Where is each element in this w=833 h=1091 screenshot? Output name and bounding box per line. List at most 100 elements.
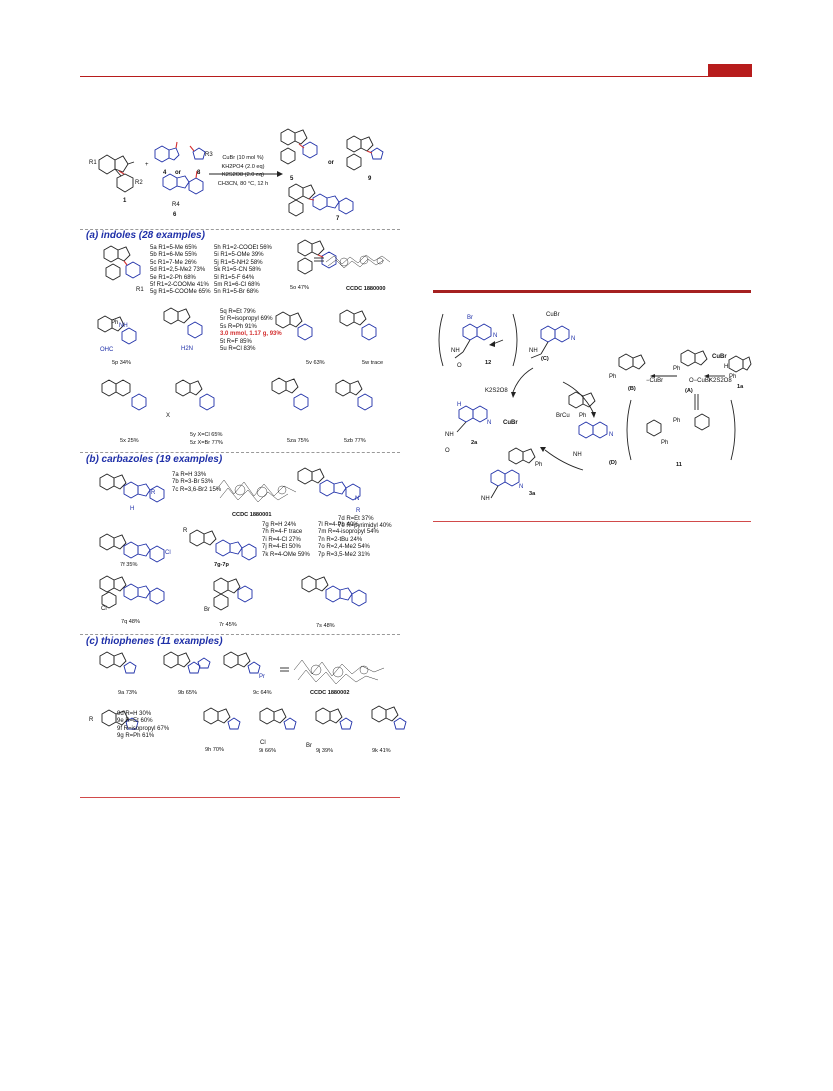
caption-9j: 9j 39% bbox=[316, 748, 334, 754]
carbazole-cl-label-7q: Cl bbox=[101, 606, 107, 612]
mech-o-2a: O bbox=[445, 448, 450, 454]
entry-7p: 7p R=3,5-Me2 31% bbox=[318, 551, 370, 558]
entry-5e: 5e R1=2-Ph 68% bbox=[150, 274, 196, 281]
entry-7o: 7o R=2,4-Me2 54% bbox=[318, 544, 370, 551]
mech-label-12: 12 bbox=[485, 360, 492, 366]
mech-n-label-c: N bbox=[571, 336, 576, 342]
carbazole-r-label-7d: R bbox=[356, 508, 361, 514]
carbazole-n-label: N bbox=[355, 496, 360, 502]
mech-nh-3a: NH bbox=[481, 496, 490, 502]
carbazole-r-label-7g: R bbox=[183, 528, 188, 534]
entry-7d: 7d R=Et 37% bbox=[338, 516, 374, 522]
entry-5t: 5t R=F 85% bbox=[220, 338, 252, 345]
entry-7a: 7a R=H 33% bbox=[172, 472, 207, 478]
entry-7n: 7n R=2-tBu 24% bbox=[318, 536, 363, 543]
caption-5o: 5o 47% bbox=[290, 285, 309, 291]
carbazole-list-1: 7a R=H 33% 7b R=3-Br 53% 7c R=3,6-Br2 15… bbox=[172, 472, 221, 494]
entry-5m: 5m R1=6-Cl 68% bbox=[214, 282, 260, 289]
carbazole-list-4: 7l R=4-Ph 40% 7m R=4-isopropyl 54% 7n R=… bbox=[318, 522, 379, 559]
mech-h-1a: H bbox=[724, 364, 729, 370]
thiophene-list: 9d R=H 30% 9e R=Et 60% 9f R=isopropyl 67… bbox=[117, 711, 169, 741]
mech-cubr-left: CuBr bbox=[503, 420, 518, 426]
ccdc-7: CCDC 1880001 bbox=[232, 512, 272, 518]
mech-label-b: (B) bbox=[628, 386, 636, 392]
scheme-drawing bbox=[98, 128, 384, 217]
scheme-reagent-1: 1 bbox=[123, 198, 127, 204]
mech-ph-11a: Ph bbox=[673, 418, 681, 424]
mech-ph-3a: Ph bbox=[535, 462, 543, 468]
thiophene-r-label: R bbox=[89, 717, 94, 723]
carbazole-br-label-7r: Br bbox=[204, 607, 210, 613]
entry-5q: 5q R=Et 79% bbox=[220, 309, 256, 315]
scheme-r1-label: R1 bbox=[89, 160, 97, 166]
entry-7e: 7e R=pyrimidyl 40% bbox=[338, 523, 392, 530]
mech-h-2a: H bbox=[457, 402, 462, 408]
caption-9a: 9a 73% bbox=[118, 690, 137, 696]
caption-5p: 5p 34% bbox=[112, 360, 131, 366]
mech-ocubr-a: O−CuBr bbox=[689, 378, 711, 384]
entry-9g: 9g R=Ph 61% bbox=[117, 733, 155, 740]
mech-minus-cubr-b: −CuBr bbox=[646, 378, 664, 384]
thiophene-br-label: Br bbox=[306, 743, 312, 749]
divider-scheme bbox=[80, 229, 400, 230]
indole-h2n-5q: H2N bbox=[181, 346, 194, 352]
caption-5w: 5w trace bbox=[362, 360, 384, 366]
indole-structures-row2 bbox=[97, 307, 377, 345]
mech-brcu-d: BrCu bbox=[556, 413, 570, 419]
mech-ph-a: Ph bbox=[673, 366, 681, 372]
caption-7q: 7q 48% bbox=[121, 619, 140, 625]
entry-7g: 7g R=H 24% bbox=[262, 522, 297, 528]
entry-5j: 5j R1=5-NH2 58% bbox=[214, 259, 263, 266]
mechanism-figure: Br N NH O 12 CuBr N NH (C) Ph −CuBr (B) … bbox=[433, 300, 752, 515]
ccdc-5o: CCDC 1880000 bbox=[346, 286, 386, 292]
entry-7j: 7j R=4-Et 50% bbox=[262, 544, 301, 551]
scheme-conditions: CuBr (10 mol %) KH2PO4 (2.0 eq) K2S2O8 (… bbox=[208, 154, 278, 188]
mech-nh-label-12: NH bbox=[451, 348, 460, 354]
mech-cubr-arrow-a: CuBr bbox=[712, 354, 727, 360]
entry-5i: 5i R1=5-OMe 39% bbox=[214, 252, 264, 259]
scheme-reagent-8: 8 bbox=[197, 170, 201, 176]
entry-5r: 5r R=isopropyl 69% bbox=[220, 316, 273, 323]
mech-label-c: (C) bbox=[541, 356, 549, 362]
mech-n-label-12: N bbox=[493, 333, 498, 339]
scheme-or-2: or bbox=[328, 160, 334, 166]
scheme-product-9: 9 bbox=[368, 176, 372, 182]
entry-5b: 5b R1=6-Me 55% bbox=[150, 252, 197, 259]
mech-label-2a: 2a bbox=[471, 440, 478, 446]
scheme-r3-label: R3 bbox=[205, 152, 213, 158]
indole-ohc-5p: OHC bbox=[100, 347, 114, 353]
indole-structures-row1 bbox=[103, 239, 337, 281]
entry-5s-scaleup: 3.0 mmol, 1.17 g, 93% bbox=[220, 331, 282, 338]
entry-5a: 5a R1=5-Me 65% bbox=[150, 245, 197, 251]
carbazole-r-label: R bbox=[151, 490, 156, 496]
entry-5l: 5l R1=5-F 64% bbox=[214, 274, 255, 281]
entry-5k: 5k R1=5-CN 58% bbox=[214, 267, 261, 274]
entry-5c: 5c R1=7-Me 26% bbox=[150, 259, 197, 266]
mech-cubr-on-c: CuBr bbox=[546, 312, 560, 318]
mech-n-d: N bbox=[609, 432, 614, 438]
caption-5y: 5y X=Cl 65% bbox=[190, 432, 223, 438]
mech-ph-11b: Ph bbox=[661, 440, 669, 446]
entry-7k: 7k R=4-OMe 59% bbox=[262, 551, 310, 558]
section-indoles-title: (a) indoles (28 examples) bbox=[86, 230, 205, 241]
carbazole-cl-label-7f: Cl bbox=[165, 550, 171, 556]
thiophene-pr-label: Pr bbox=[259, 674, 265, 680]
entry-7m: 7m R=4-isopropyl 54% bbox=[318, 529, 379, 536]
divider-indoles bbox=[80, 452, 400, 453]
caption-5za: 5za 75% bbox=[287, 438, 309, 444]
caption-7r: 7r 45% bbox=[219, 622, 237, 628]
entry-5h: 5h R1=2-COOEt 56% bbox=[214, 245, 272, 251]
indole-list-3: 5q R=Et 79% 5r R=isopropyl 69% 5s R=Ph 9… bbox=[220, 309, 282, 353]
entry-7h: 7h R=4-F trace bbox=[262, 529, 303, 536]
caption-7s: 7s 48% bbox=[316, 623, 335, 629]
entry-5f: 5f R1=2-COOMe 41% bbox=[150, 282, 209, 289]
xray-7 bbox=[215, 479, 297, 503]
caption-5v: 5v 63% bbox=[306, 360, 325, 366]
xray-9 bbox=[280, 659, 385, 685]
scheme-product-5: 5 bbox=[290, 176, 294, 182]
caption-9b: 9b 65% bbox=[178, 690, 197, 696]
mech-o-label-12: O bbox=[457, 363, 462, 369]
section-thiophenes-title: (c) thiophenes (11 examples) bbox=[86, 636, 223, 647]
entry-5n: 5n R1=5-Br 68% bbox=[214, 289, 259, 296]
